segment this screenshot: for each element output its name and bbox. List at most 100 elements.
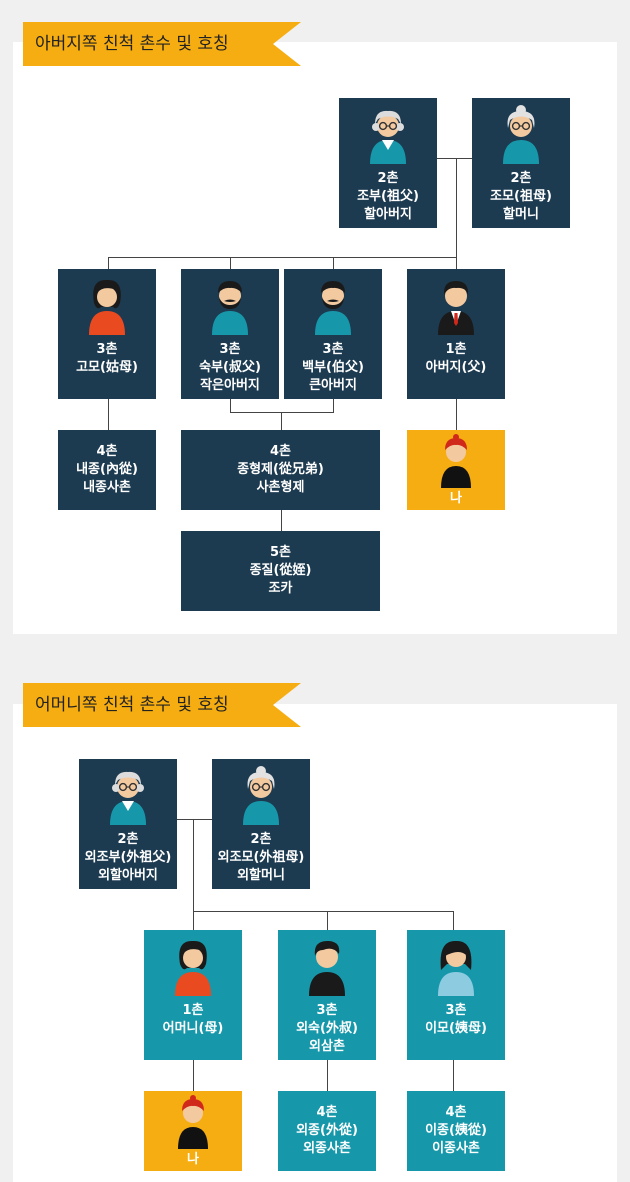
connector-line [327, 1060, 328, 1091]
paternal-title: 아버지쪽 친척 촌수 및 호칭 [35, 34, 229, 54]
label-term: 내종(內從) [76, 462, 138, 477]
label-me: 나 [450, 491, 462, 506]
label-term: 숙부(叔父) [199, 360, 261, 375]
maternal-uncle-box: 3촌 외숙(外叔) 외삼촌 [278, 930, 376, 1060]
connector-line [193, 1060, 194, 1091]
label-term: 아버지(父) [425, 360, 487, 375]
label-degree: 2촌 [377, 171, 399, 186]
banner-ribbon-shape [23, 22, 301, 66]
label-degree: 3촌 [96, 342, 118, 357]
label-name: 조카 [268, 581, 293, 596]
label-name: 큰아버지 [309, 378, 357, 393]
label-degree: 4촌 [96, 444, 118, 459]
paternal-aunt-child-box: 4촌 내종(內從) 내종사촌 [58, 430, 156, 510]
connector-line [281, 510, 282, 531]
connector-line [453, 911, 454, 930]
label-term: 종질(從姪) [249, 563, 312, 578]
label-degree: 5촌 [269, 545, 291, 560]
label-degree: 1촌 [182, 1003, 204, 1018]
paternal-nephew-box: 5촌 종질(從姪) 조카 [181, 531, 380, 611]
label-term: 고모(姑母) [76, 360, 138, 375]
label-degree: 4촌 [445, 1105, 467, 1120]
bearded-man-icon [212, 281, 248, 335]
mother-box: 1촌 어머니(母) [144, 930, 242, 1060]
label-degree: 2촌 [510, 171, 532, 186]
maternal-uncle-child-box: 4촌 외종(外從) 외종사촌 [278, 1091, 376, 1171]
connector-line [437, 158, 472, 159]
label-term: 이모(姨母) [425, 1021, 487, 1036]
label-degree: 1촌 [445, 342, 467, 357]
connector-line [193, 819, 194, 911]
label-name: 외할아버지 [98, 868, 158, 883]
maternal-grandmother-box: 2촌 외조모(外祖母) 외할머니 [212, 759, 310, 889]
label-degree: 4촌 [316, 1105, 338, 1120]
connector-line [456, 399, 457, 430]
connector-line [456, 257, 457, 269]
label-degree: 2촌 [250, 832, 272, 847]
paternal-aunt-box: 3촌 고모(姑母) [58, 269, 156, 399]
label-name: 외삼촌 [309, 1039, 345, 1054]
connector-line [453, 1060, 454, 1091]
label-term: 이종(姨從) [425, 1123, 487, 1138]
label-degree: 3촌 [322, 342, 344, 357]
connector-line [281, 412, 282, 430]
connector-line [193, 911, 194, 930]
man-suit-icon [438, 281, 474, 335]
maternal-aunt-child-box: 4촌 이종(姨從) 이종사촌 [407, 1091, 505, 1171]
label-name: 사촌형제 [256, 480, 305, 495]
man-icon [309, 940, 345, 996]
connector-line [108, 257, 457, 258]
label-degree: 3촌 [445, 1003, 467, 1018]
label-term: 외조모(外祖母) [217, 850, 305, 865]
paternal-grandfather-box: 2촌 조부(祖父) 할아버지 [339, 98, 437, 228]
paternal-cousins-box: 4촌 종형제(從兄弟) 사촌형제 [181, 430, 380, 510]
child-icon [178, 1095, 208, 1149]
connector-line [230, 399, 231, 412]
label-degree: 3촌 [316, 1003, 338, 1018]
grandmother-icon [243, 766, 279, 825]
paternal-me-box: 나 [407, 430, 505, 510]
father-box: 1촌 아버지(父) [407, 269, 505, 399]
connector-line [333, 399, 334, 412]
woman-icon [175, 940, 211, 996]
label-me: 나 [187, 1152, 199, 1167]
paternal-younger-uncle-box: 3촌 숙부(叔父) 작은아버지 [181, 269, 279, 399]
connector-line [177, 819, 212, 820]
label-degree: 4촌 [269, 444, 291, 459]
child-icon [441, 434, 471, 488]
label-degree: 3촌 [219, 342, 241, 357]
connector-line [456, 158, 457, 257]
label-term: 외숙(外叔) [296, 1021, 358, 1036]
paternal-elder-uncle-box: 3촌 백부(伯父) 큰아버지 [284, 269, 382, 399]
connector-line [327, 911, 328, 930]
connector-line [230, 257, 231, 269]
maternal-title: 어머니쪽 친척 촌수 및 호칭 [35, 695, 229, 715]
label-term: 외조부(外祖父) [84, 850, 172, 865]
connector-line [333, 257, 334, 269]
connector-line [108, 399, 109, 430]
label-term: 백부(伯父) [302, 360, 364, 375]
connector-line [230, 412, 334, 413]
bearded-man-icon [315, 281, 351, 335]
paternal-title-banner: 아버지쪽 친척 촌수 및 호칭 [23, 22, 301, 66]
maternal-me-box: 나 [144, 1091, 242, 1171]
label-term: 조모(祖母) [490, 189, 552, 204]
label-name: 작은아버지 [200, 378, 260, 393]
maternal-grandfather-box: 2촌 외조부(外祖父) 외할아버지 [79, 759, 177, 889]
label-name: 이종사촌 [432, 1141, 480, 1156]
label-term: 외종(外從) [296, 1123, 358, 1138]
label-name: 내종사촌 [83, 480, 131, 495]
paternal-grandmother-box: 2촌 조모(祖母) 할머니 [472, 98, 570, 228]
connector-line [193, 911, 453, 912]
woman-icon [89, 279, 125, 335]
label-name: 외할머니 [237, 868, 285, 883]
banner-ribbon-shape [23, 683, 301, 727]
label-term: 어머니(母) [162, 1021, 224, 1036]
label-term: 종형제(從兄弟) [237, 462, 324, 477]
maternal-title-banner: 어머니쪽 친척 촌수 및 호칭 [23, 683, 301, 727]
woman-bob-icon [438, 940, 474, 996]
grandfather-icon [370, 110, 406, 164]
label-name: 할머니 [503, 207, 539, 222]
grandfather-icon [110, 771, 146, 825]
label-name: 할아버지 [364, 207, 412, 222]
